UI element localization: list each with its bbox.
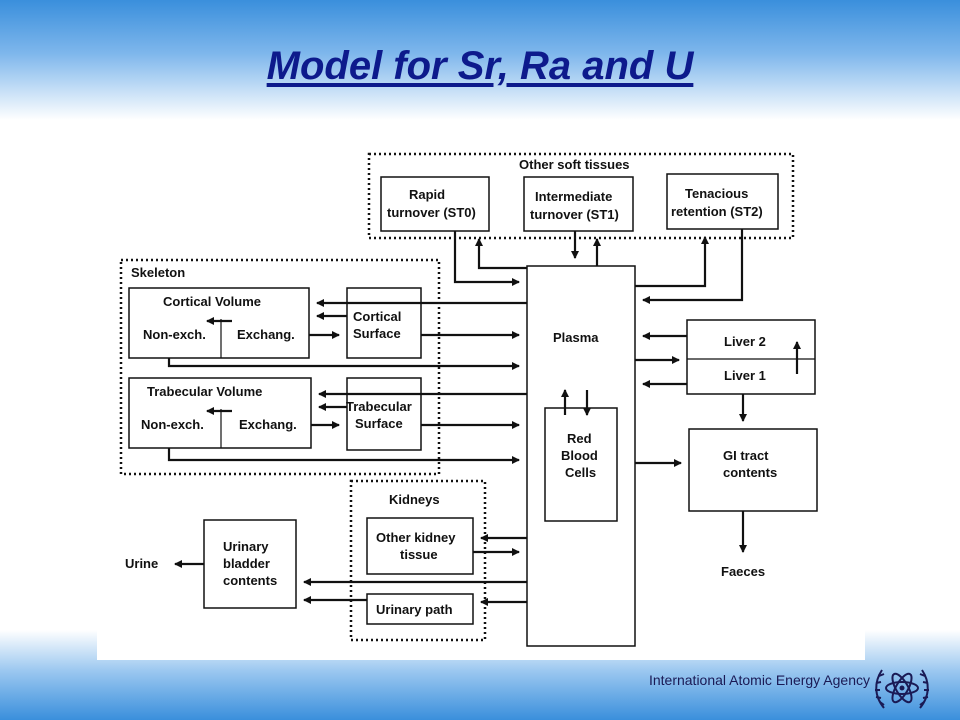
cortical-volume-label: Cortical Volume xyxy=(163,294,261,309)
cortical-surface-box xyxy=(346,287,422,359)
urinary-bladder-box xyxy=(203,519,297,609)
trabecular-surface-label-2: Surface xyxy=(355,416,403,431)
st2-label-1: Tenacious xyxy=(685,186,748,201)
urine-label: Urine xyxy=(125,556,158,571)
st0-label-1: Rapid xyxy=(409,187,445,202)
liver2-label: Liver 2 xyxy=(724,334,766,349)
rbc-box xyxy=(544,407,618,522)
gi-tract-label-1: GI tract xyxy=(723,448,769,463)
other-kidney-label-1: Other kidney xyxy=(376,530,456,545)
other-kidney-box xyxy=(366,517,474,575)
other-soft-tissues-label: Other soft tissues xyxy=(519,157,630,172)
plasma-label: Plasma xyxy=(553,330,599,345)
kidneys-label: Kidneys xyxy=(389,492,440,507)
rbc-label-3: Cells xyxy=(565,465,596,480)
slide-title: Model for Sr, Ra and U xyxy=(266,44,694,88)
st0-box xyxy=(380,176,490,232)
trabecular-surface-box xyxy=(346,377,422,451)
biokinetic-model-diagram: Other soft tissues Skeleton Kidneys Rapi… xyxy=(119,152,818,647)
liver-box xyxy=(686,319,816,395)
iaea-logo-icon xyxy=(875,669,929,709)
skeleton-label: Skeleton xyxy=(131,265,185,280)
cortical-nonexch-label: Non-exch. xyxy=(143,327,206,342)
st2-label-2: retention (ST2) xyxy=(671,204,763,219)
urinary-path-box xyxy=(366,593,474,625)
trabecular-volume-box xyxy=(128,377,312,449)
trabecular-volume-label: Trabecular Volume xyxy=(147,384,262,399)
st1-box xyxy=(523,176,634,232)
st1-label-2: turnover (ST1) xyxy=(530,207,619,222)
st0-label-2: turnover (ST0) xyxy=(387,205,476,220)
cortical-surface-label-1: Cortical xyxy=(353,309,401,324)
gi-tract-label-2: contents xyxy=(723,465,777,480)
cortical-surface-label-2: Surface xyxy=(353,326,401,341)
urinary-path-label: Urinary path xyxy=(376,602,453,617)
trabecular-nonexch-label: Non-exch. xyxy=(141,417,204,432)
other-kidney-label-2: tissue xyxy=(400,547,438,562)
rbc-label-2: Blood xyxy=(561,448,598,463)
footer-agency-name: International Atomic Energy Agency xyxy=(648,672,870,688)
trabecular-surface-label-1: Trabecular xyxy=(346,399,412,414)
kidneys-group xyxy=(349,479,487,642)
flow-arrows xyxy=(167,229,801,606)
faeces-label: Faeces xyxy=(721,564,765,579)
urinary-bladder-label-3: contents xyxy=(223,573,277,588)
gi-tract-box xyxy=(688,428,818,512)
trabecular-exch-label: Exchang. xyxy=(239,417,297,432)
urinary-bladder-label-1: Urinary xyxy=(223,539,269,554)
header-gradient-band xyxy=(0,0,960,120)
other-soft-tissues-group xyxy=(367,152,795,240)
st1-label-1: Intermediate xyxy=(535,189,612,204)
st2-box xyxy=(666,173,779,230)
cortical-exch-label: Exchang. xyxy=(237,327,295,342)
cortical-volume-box xyxy=(128,287,310,359)
rbc-label-1: Red xyxy=(567,431,592,446)
liver1-label: Liver 1 xyxy=(724,368,766,383)
urinary-bladder-label-2: bladder xyxy=(223,556,270,571)
